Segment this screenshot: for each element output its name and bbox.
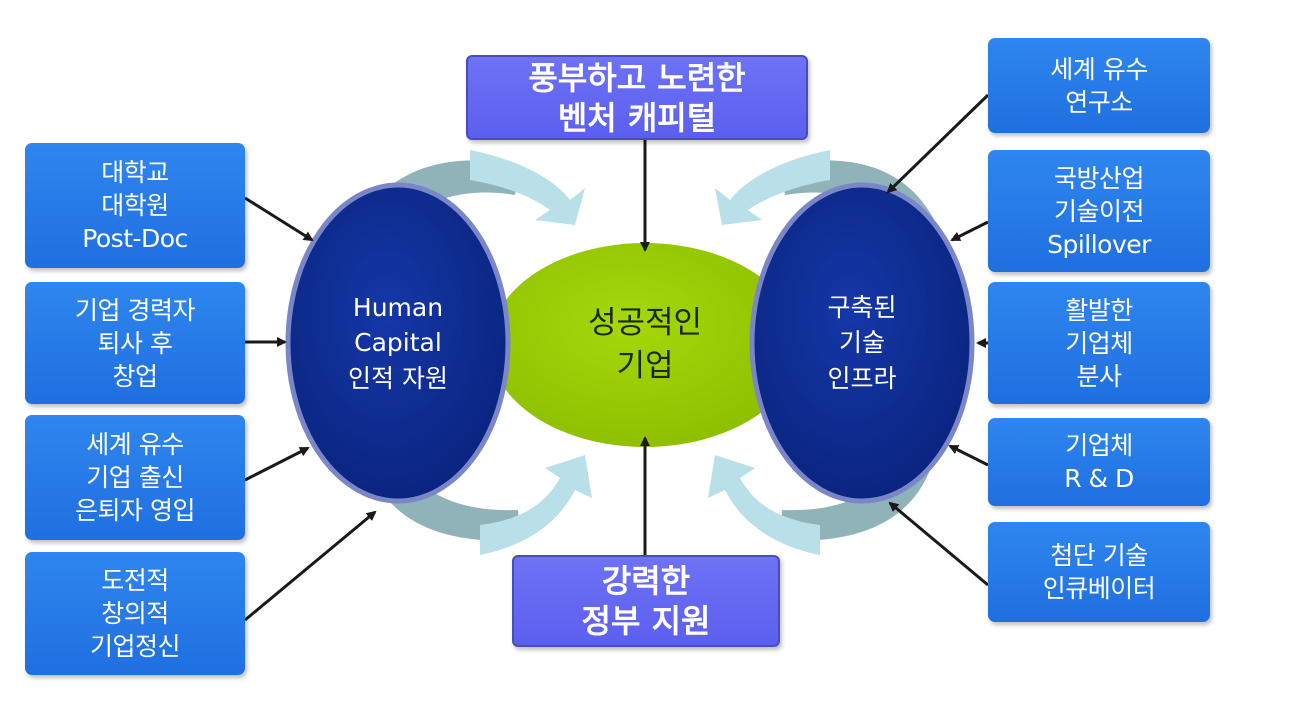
box-line: 첨단 기술 bbox=[1050, 541, 1148, 570]
venture-capital-box: 풍부하고 노련한 벤처 캐피털 bbox=[466, 55, 808, 140]
center-line: 기업 bbox=[616, 348, 674, 384]
box-line: 벤처 캐피털 bbox=[557, 98, 717, 137]
box-line: 은퇴자 영입 bbox=[75, 496, 195, 525]
box-line: 분사 bbox=[1076, 361, 1122, 391]
oval-line: 기술 bbox=[838, 328, 885, 358]
box-line: 정부 지원 bbox=[581, 602, 711, 640]
oval-line: 구축된 bbox=[827, 292, 897, 322]
left-box-experienced-founders: 기업 경력자 퇴사 후 창업 bbox=[25, 282, 245, 404]
arrow-right-4 bbox=[948, 444, 989, 467]
center-line: 성공적인 bbox=[587, 304, 703, 341]
box-line: 창의적 bbox=[101, 599, 169, 628]
box-line: 국방산업 bbox=[1053, 163, 1145, 193]
right-box-corporate-rd: 기업체 R & D bbox=[988, 418, 1210, 506]
box-line: 활발한 bbox=[1065, 295, 1133, 325]
left-oval bbox=[285, 182, 511, 504]
box-line: 대학교 bbox=[101, 158, 169, 187]
left-box-university: 대학교 대학원 Post-Doc bbox=[25, 143, 245, 268]
box-line: 풍부하고 노련한 bbox=[528, 58, 746, 97]
box-line: 기업체 bbox=[1065, 328, 1133, 358]
arrow-left-1 bbox=[244, 196, 314, 242]
box-line: 기업체 bbox=[1065, 431, 1133, 460]
box-line: 대학원 bbox=[101, 191, 169, 220]
box-line: 세계 유수 bbox=[1050, 54, 1148, 84]
box-line: 기업 경력자 bbox=[75, 295, 195, 325]
right-oval bbox=[749, 182, 975, 504]
box-line: R & D bbox=[1064, 464, 1134, 493]
right-box-defense-transfer: 국방산업 기술이전 Spillover bbox=[988, 150, 1210, 272]
box-line: 인큐베이터 bbox=[1042, 574, 1156, 603]
swirl-arrow-bottom-left bbox=[480, 455, 592, 555]
oval-line: Human bbox=[352, 292, 444, 322]
arrow-right-5 bbox=[888, 501, 989, 587]
box-line: 기업정신 bbox=[89, 632, 181, 661]
box-line: 퇴사 후 bbox=[97, 328, 173, 358]
left-box-retirees: 세계 유수 기업 출신 은퇴자 영입 bbox=[25, 415, 245, 540]
box-line: 기업 출신 bbox=[86, 463, 184, 492]
swirl-arrow-top-left bbox=[470, 150, 585, 225]
box-line: Post-Doc bbox=[82, 224, 188, 253]
oval-line: Capital bbox=[354, 328, 442, 358]
box-line: 창업 bbox=[112, 361, 158, 391]
swirl-arrow-bottom-right bbox=[708, 455, 820, 555]
box-line: Spillover bbox=[1047, 229, 1151, 259]
human-capital-label: Human Capital 인적 자원 bbox=[300, 263, 496, 423]
box-line: 도전적 bbox=[101, 566, 169, 595]
tech-infrastructure-label: 구축된 기술 인프라 bbox=[764, 263, 960, 423]
box-line: 기술이전 bbox=[1053, 196, 1145, 226]
swirl-arrow-top-right bbox=[715, 150, 830, 225]
arrow-left-3 bbox=[244, 446, 310, 482]
oval-line: 인적 자원 bbox=[348, 363, 448, 393]
arrow-right-2 bbox=[950, 220, 989, 242]
right-box-incubator: 첨단 기술 인큐베이터 bbox=[988, 522, 1210, 622]
box-line: 강력한 bbox=[601, 562, 691, 600]
right-box-research-institutes: 세계 유수 연구소 bbox=[988, 38, 1210, 133]
government-support-box: 강력한 정부 지원 bbox=[512, 555, 780, 647]
oval-line: 인프라 bbox=[827, 363, 897, 393]
box-line: 세계 유수 bbox=[86, 430, 184, 459]
arrow-right-1 bbox=[886, 93, 990, 194]
center-ellipse bbox=[490, 243, 800, 447]
successful-company-label: 성공적인 기업 bbox=[545, 290, 745, 400]
left-box-entrepreneurship: 도전적 창의적 기업정신 bbox=[25, 552, 245, 675]
arrow-left-4 bbox=[244, 510, 377, 622]
box-line: 연구소 bbox=[1065, 87, 1133, 117]
right-box-spinoffs: 활발한 기업체 분사 bbox=[988, 282, 1210, 404]
